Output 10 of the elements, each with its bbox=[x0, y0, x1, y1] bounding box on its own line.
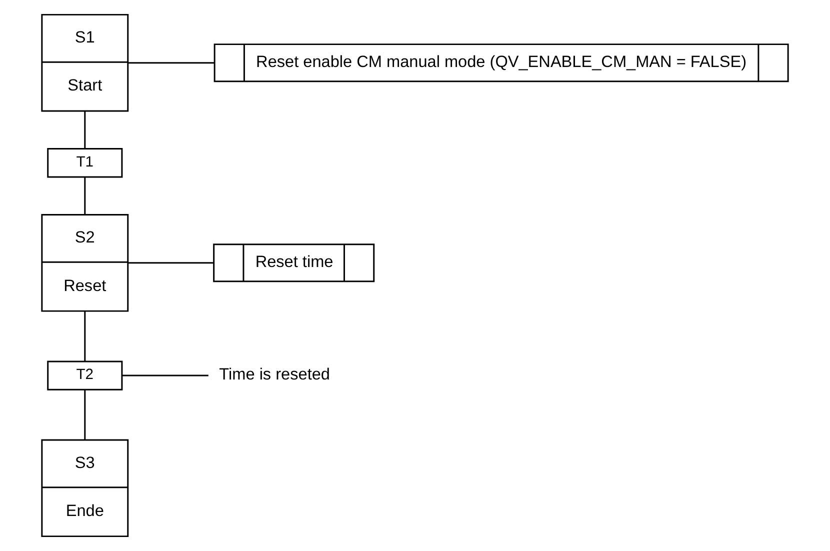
connector bbox=[84, 177, 86, 215]
connector bbox=[84, 390, 86, 440]
connector bbox=[84, 311, 86, 362]
connector bbox=[84, 111, 86, 148]
connector bbox=[122, 374, 208, 376]
connector bbox=[128, 262, 214, 264]
node-text: Time is reseted bbox=[219, 366, 330, 384]
node-box: T1 bbox=[47, 148, 123, 178]
connector bbox=[128, 62, 214, 64]
node-box: T2 bbox=[47, 360, 123, 390]
